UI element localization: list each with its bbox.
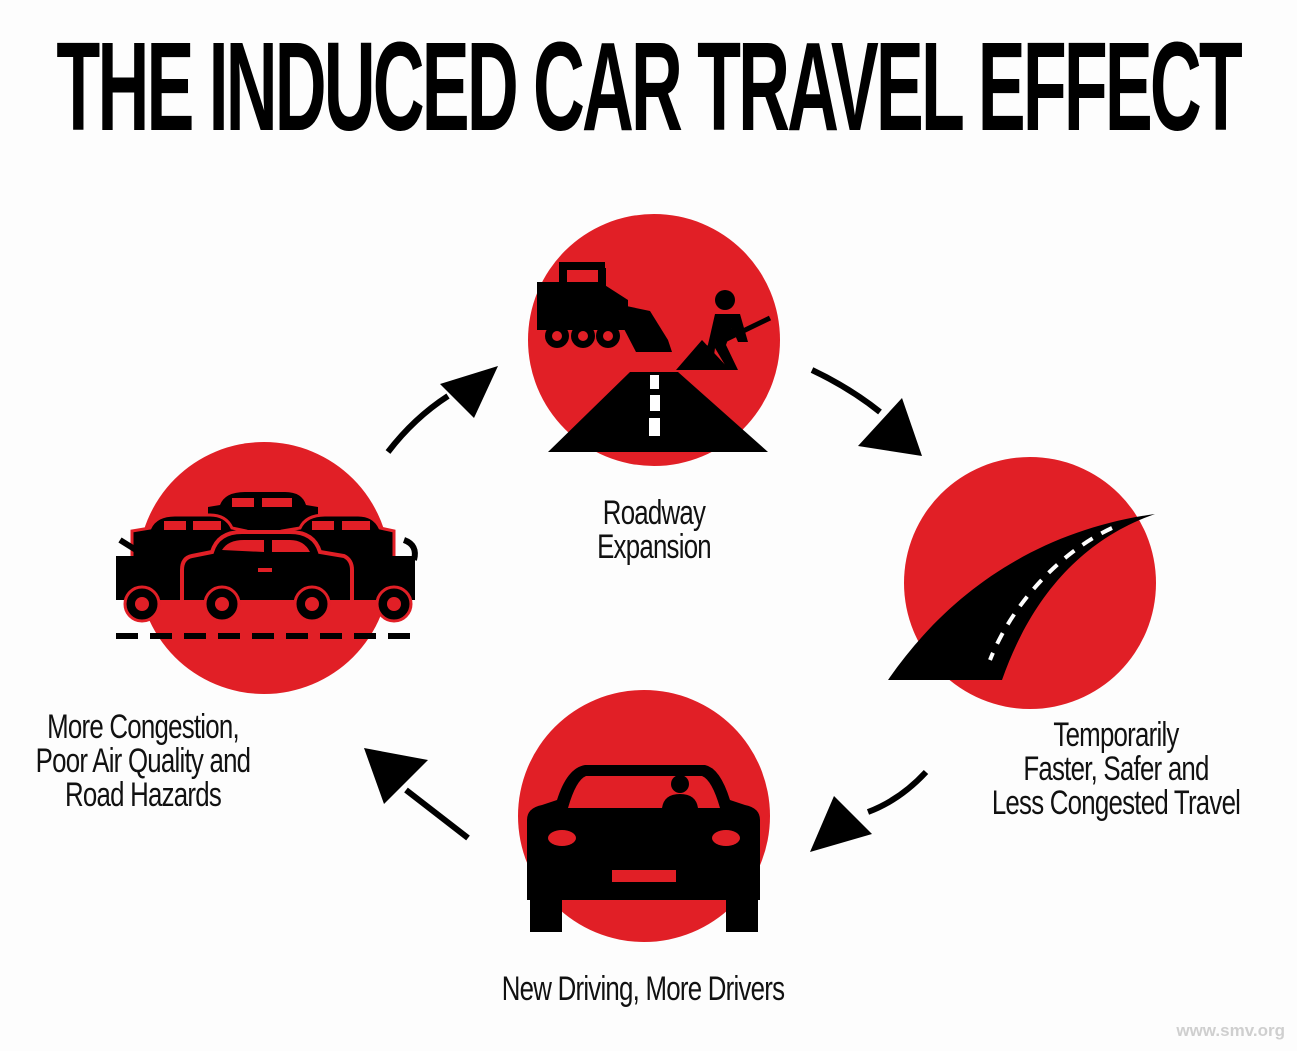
stage-label-faster-travel: Temporarily Faster, Safer and Less Conge… [991,716,1241,822]
stage-more-congestion [116,442,418,694]
stage-label-more-congestion: More Congestion, Poor Air Quality and Ro… [35,708,251,814]
car-with-driver-icon [527,765,760,932]
stage-roadway-expansion [528,214,780,466]
arrow-congestion-to-roadway [385,366,498,454]
source-credit: www.smv.org [1176,1021,1285,1040]
stage-label-roadway-expansion: Roadway Expansion [597,494,712,566]
arrow-newdriving-to-congestion [364,748,470,841]
open-highway-icon [888,514,1155,680]
stage-label-new-driving: New Driving, More Drivers [501,970,785,1008]
arrow-roadway-to-faster [810,367,922,456]
page-title-text: THE INDUCED CAR TRAVEL EFFECT [56,22,1243,152]
stage-faster-travel [888,457,1156,709]
traffic-jam-icon [116,492,418,639]
arrow-faster-to-newdriving [810,769,929,852]
stage-new-driving [518,690,770,942]
road-construction-icon [537,262,772,452]
page-title: THE INDUCED CAR TRAVEL EFFECT [0,22,1297,152]
